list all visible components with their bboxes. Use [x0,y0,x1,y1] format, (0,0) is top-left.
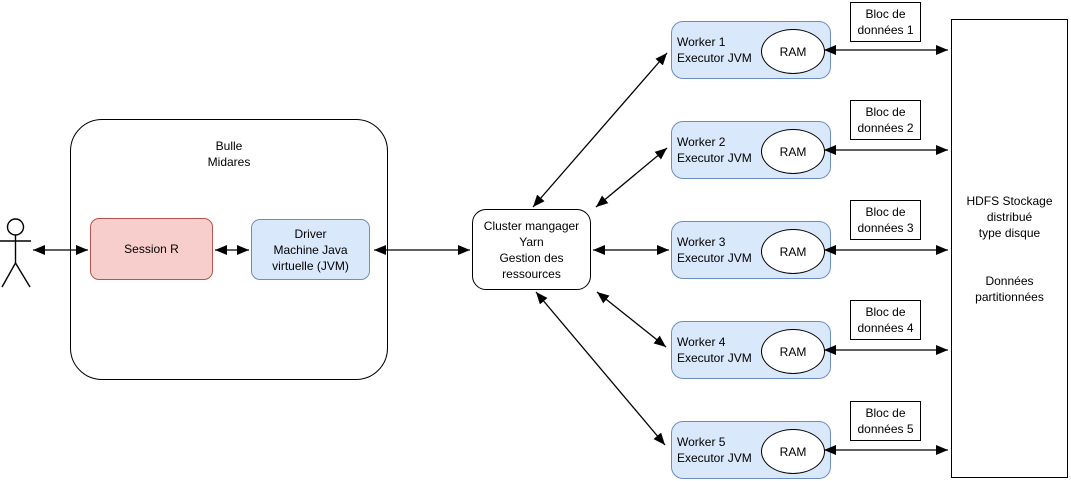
data-block-1-node: Bloc de données 1 [850,2,921,42]
connector-cluster-worker-2 [595,147,668,208]
bulle-title: Bulle Midares [71,138,387,170]
cluster-label-line: Cluster mangager [483,218,580,233]
data-block-label-line: données 1 [857,23,914,37]
hdfs-label-line: type disque [978,225,1041,240]
ram-label: RAM [779,44,807,59]
worker-role: Executor JVM [677,451,752,465]
ram-label: RAM [779,344,807,359]
ram-ellipse: RAM [761,329,825,374]
ram-ellipse: RAM [761,229,825,274]
data-block-3-node: Bloc de données 3 [850,200,921,240]
data-block-5-node: Bloc de données 5 [850,401,921,441]
data-block-2-node: Bloc de données 2 [850,100,921,140]
ram-ellipse: RAM [761,29,825,74]
ram-label: RAM [779,444,807,459]
data-block-label-line: données 3 [857,221,914,235]
driver-label-line: Machine Java [273,242,348,257]
user-actor-icon [0,218,31,288]
connector-cluster-worker-5 [535,291,666,446]
data-block-4-node: Bloc de données 4 [850,300,921,340]
data-block-label-line: Bloc de [865,205,906,219]
worker-1-node: Worker 1 Executor JVM RAM [671,21,831,79]
hdfs-label-line: HDFS Stockage [966,193,1053,208]
worker-name: Worker 5 [677,435,726,449]
worker-role: Executor JVM [677,251,752,265]
cluster-label-line: Gestion des [499,250,564,265]
data-block-label-line: Bloc de [865,406,906,420]
driver-label-line: Driver [294,226,327,241]
data-block-label-line: données 4 [857,321,914,335]
worker-3-node: Worker 3 Executor JVM RAM [671,221,831,279]
worker-name: Worker 1 [677,35,726,49]
cluster-label-line: ressources [502,266,561,281]
worker-4-node: Worker 4 Executor JVM RAM [671,321,831,379]
cluster-label-line: Yarn [519,234,544,249]
hdfs-storage-node: HDFS Stockage distribué type disque Donn… [951,19,1068,478]
driver-jvm-node: Driver Machine Java virtuelle (JVM) [251,219,370,280]
ram-ellipse: RAM [761,129,825,174]
session-r-label: Session R [124,242,179,256]
hdfs-label-line: partitionnées [975,289,1044,304]
ram-label: RAM [779,144,807,159]
data-block-label-line: Bloc de [865,305,906,319]
ram-label: RAM [779,244,807,259]
data-block-label-line: données 5 [857,422,914,436]
worker-name: Worker 3 [677,235,726,249]
worker-role: Executor JVM [677,151,752,165]
worker-2-node: Worker 2 Executor JVM RAM [671,121,831,179]
worker-role: Executor JVM [677,351,752,365]
data-block-label-line: données 2 [857,121,914,135]
cluster-manager-node: Cluster mangager Yarn Gestion des ressou… [472,209,591,290]
hdfs-label-line: distribué [986,209,1033,224]
data-block-label-line: Bloc de [865,105,906,119]
connector-cluster-worker-4 [596,291,667,348]
worker-name: Worker 2 [677,135,726,149]
worker-5-node: Worker 5 Executor JVM RAM [671,421,831,479]
bulle-title-line: Midares [207,155,251,169]
bulle-title-line: Bulle [215,139,243,153]
session-r-node: Session R [90,218,213,280]
connector-cluster-worker-1 [532,52,668,208]
ram-ellipse: RAM [761,429,825,474]
data-block-label-line: Bloc de [865,7,906,21]
worker-role: Executor JVM [677,51,752,65]
worker-name: Worker 4 [677,335,726,349]
driver-label-line: virtuelle (JVM) [272,258,349,273]
hdfs-label-line: Données [985,273,1034,288]
